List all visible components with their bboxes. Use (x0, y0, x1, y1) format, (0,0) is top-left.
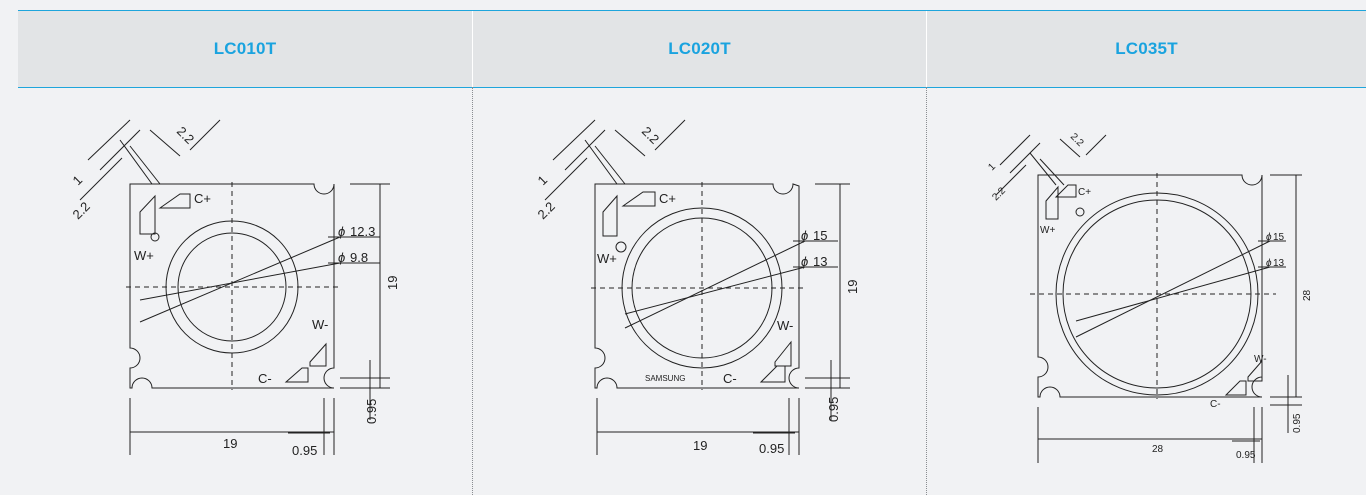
offset-y-label: 0.95 (826, 397, 841, 422)
gap-label: 1 (986, 161, 998, 173)
label-w-minus: W- (777, 318, 793, 333)
label-w-minus: W- (312, 317, 328, 332)
offset-y-label: 0.95 (364, 399, 379, 424)
phi-inner-symbol: ϕ (1266, 258, 1272, 269)
phi-inner-symbol: ϕ (338, 250, 345, 265)
label-c-minus: C- (258, 371, 272, 386)
gap-label: 1 (535, 172, 551, 188)
pad-w-plus (1045, 185, 1059, 220)
pad-width-label-2: 2.2 (1068, 131, 1086, 149)
label-w-plus: W+ (597, 251, 617, 266)
dia-inner-label: 13 (1273, 258, 1285, 269)
lc020t-dimension-drawing: W+ C+ W- C- SAMSUNG ϕ 15 ϕ 13 19 0.95 19… (535, 119, 860, 456)
height-label: 28 (1302, 289, 1313, 301)
label-w-plus: W+ (1040, 225, 1055, 236)
lc010t-dimension-drawing: W+ C+ W- C- ϕ 12.3 ϕ 9.8 19 0.95 19 0.95… (70, 119, 400, 458)
pad-width-label-2: 2.2 (639, 124, 662, 147)
pad-c-plus (158, 193, 191, 209)
pad-c-minus (1224, 380, 1247, 396)
offset-x-label: 0.95 (759, 441, 784, 456)
pad-width-label-2: 2.2 (174, 124, 197, 147)
dia-inner-label: 13 (813, 254, 827, 269)
pad-c-minus (759, 365, 786, 383)
height-label: 19 (385, 276, 400, 290)
brand-marking: SAMSUNG (645, 374, 685, 383)
header-divider (926, 11, 927, 87)
phi-inner-symbol: ϕ (801, 254, 808, 269)
label-c-plus: C+ (194, 191, 211, 206)
label-c-plus: C+ (1078, 187, 1091, 198)
offset-y-label: 0.95 (1292, 413, 1303, 433)
column-header-lc035t: LC035T (1115, 39, 1178, 58)
pad-c-plus (1054, 184, 1077, 198)
column-header-lc020t: LC020T (668, 39, 731, 58)
phi-outer-symbol: ϕ (1266, 232, 1272, 243)
substrate-outline (1037, 174, 1263, 398)
label-c-minus: C- (723, 371, 737, 386)
lc035t-dimension-drawing: W+ C+ W- C- ϕ 15 ϕ 13 28 0.95 28 0.95 1 … (986, 131, 1313, 463)
dia-outer-label: 12.3 (350, 224, 375, 239)
label-w-minus: W- (1254, 354, 1267, 365)
pad-w-plus (139, 194, 156, 235)
pad-width-label-1: 2.2 (535, 199, 558, 222)
substrate-outline (129, 183, 335, 389)
pad-w-minus (309, 342, 327, 367)
width-label: 19 (693, 438, 707, 453)
header-divider (472, 11, 473, 87)
pad-width-label-1: 2.2 (990, 185, 1008, 203)
pad-w-minus (1247, 359, 1263, 382)
column-divider (926, 87, 927, 495)
offset-x-label: 0.95 (1236, 450, 1256, 461)
label-c-minus: C- (1210, 399, 1221, 410)
inner-ring (177, 232, 287, 342)
width-label: 19 (223, 436, 237, 451)
header-row: LC010T LC020T LC035T (18, 10, 1366, 88)
label-w-plus: W+ (134, 248, 154, 263)
phi-outer-symbol: ϕ (338, 224, 345, 239)
pad-w-minus (774, 340, 792, 367)
pad-width-label-1: 2.2 (70, 199, 93, 222)
pad-c-plus (621, 191, 656, 207)
label-c-plus: C+ (659, 191, 676, 206)
column-divider (472, 87, 473, 495)
dia-inner-label: 9.8 (350, 250, 368, 265)
dia-outer-label: 15 (1273, 232, 1285, 243)
offset-x-label: 0.95 (292, 443, 317, 458)
pad-w-plus (602, 194, 618, 237)
height-label: 19 (845, 280, 860, 294)
gap-label: 1 (70, 172, 86, 188)
column-header-lc010t: LC010T (213, 39, 277, 58)
width-label: 28 (1152, 444, 1164, 455)
phi-outer-symbol: ϕ (801, 228, 808, 243)
dia-outer-label: 15 (813, 228, 827, 243)
spec-table: LC010T LC020T LC035T (18, 10, 1366, 495)
pad-c-minus (284, 367, 309, 383)
substrate-outline (594, 183, 800, 389)
